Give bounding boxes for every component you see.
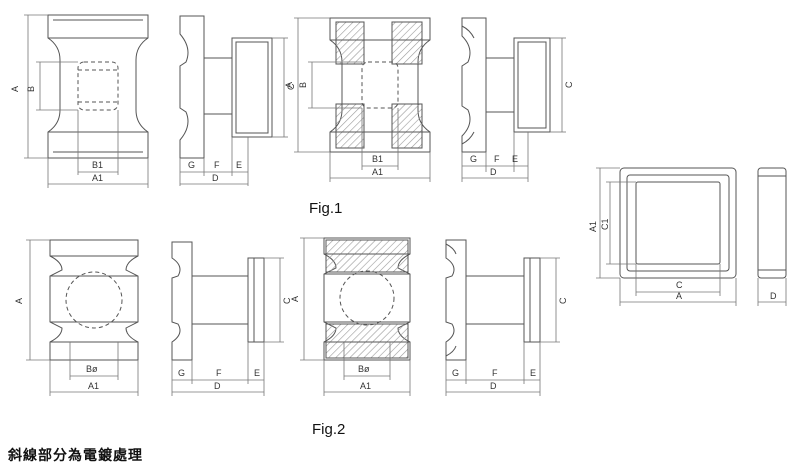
dim-label-c: C — [286, 83, 296, 90]
dim-label-bphi: Bø — [358, 364, 370, 374]
dim-label-b1: B1 — [372, 154, 383, 164]
fig1-caption: Fig.1 — [309, 200, 343, 217]
dim-label-a1: A1 — [92, 173, 103, 183]
fig2-caption: Fig.2 — [312, 421, 346, 438]
fig1-side-dim-labels: C G F E D — [188, 83, 296, 183]
dim-label-a: A — [676, 291, 682, 301]
clip-side-view — [757, 167, 787, 279]
clip-side-dimensions — [757, 278, 787, 306]
plated-region — [391, 103, 423, 149]
fig1-side-plated-dimensions — [461, 37, 566, 182]
fig1-front-view — [47, 14, 149, 159]
dim-label-a1: A1 — [372, 167, 383, 177]
dim-label-e: E — [512, 154, 518, 164]
fig2-side-plated-dim-labels: C G F E D — [452, 297, 568, 391]
dim-label-bphi: Bø — [86, 364, 98, 374]
dim-label-e: E — [236, 160, 242, 170]
dim-label-a: A — [14, 298, 24, 304]
dim-label-b: B — [26, 86, 36, 92]
fig2-side-dim-labels: C G F E D — [178, 297, 292, 391]
dim-label-e: E — [530, 368, 536, 378]
dim-label-a: A — [10, 86, 20, 92]
dim-label-c: C — [564, 81, 574, 88]
fig1-plated-dimensions — [294, 17, 431, 182]
dim-label-f: F — [494, 154, 500, 164]
dim-label-g: G — [452, 368, 459, 378]
dim-label-d: D — [490, 167, 497, 177]
fig2-side-plated-view — [445, 239, 541, 361]
dim-label-g: G — [178, 368, 185, 378]
dim-label-b1: B1 — [92, 160, 103, 170]
clip-dim-labels: A1 C1 C A — [588, 218, 683, 301]
fig2-front-view — [49, 239, 139, 361]
dim-label-a1: A1 — [588, 221, 598, 232]
fig1-side-plated-dim-labels: C G F E D — [470, 81, 574, 177]
dim-label-d: D — [490, 381, 497, 391]
fig2-front-plated-view — [323, 237, 411, 361]
dim-label-a: A — [284, 82, 294, 88]
plated-region — [325, 239, 409, 273]
dim-label-g: G — [188, 160, 195, 170]
clip-front-view — [619, 167, 737, 279]
fig2-front-dimensions — [26, 239, 139, 396]
plated-region — [335, 21, 365, 65]
dim-label-a: A — [290, 296, 300, 302]
plated-region — [391, 21, 423, 65]
dim-label-b: B — [298, 82, 308, 88]
dim-label-f: F — [216, 368, 222, 378]
dim-label-c1: C1 — [600, 218, 610, 230]
fig2-front-dim-labels: A Bø A1 — [14, 298, 99, 391]
clip-dimensions — [596, 167, 737, 306]
dim-label-e: E — [254, 368, 260, 378]
fig2-plated-dimensions — [300, 237, 411, 396]
fig1-front-dimensions — [24, 14, 149, 188]
plated-region — [325, 323, 409, 359]
fig2-side-plated-dimensions — [445, 257, 560, 396]
plating-note: 斜線部分為電鍍處理 — [8, 448, 143, 464]
dim-label-f: F — [492, 368, 498, 378]
plated-region — [335, 103, 365, 149]
fig1-side-dimensions — [179, 37, 288, 186]
fig1-side-view — [179, 15, 273, 159]
dim-label-a1: A1 — [360, 381, 371, 391]
dim-label-c: C — [676, 280, 683, 290]
dim-label-c: C — [558, 297, 568, 304]
fig2-side-view — [171, 241, 265, 361]
fig1-plated-dim-labels: A B B1 A1 — [284, 82, 383, 177]
fig2-plated-dim-labels: A Bø A1 — [290, 296, 371, 391]
dim-label-g: G — [470, 154, 477, 164]
fig1-front-plated-view — [329, 17, 431, 153]
fig1-front-dim-labels: A B B1 A1 — [10, 86, 103, 183]
dim-label-d: D — [214, 381, 221, 391]
dim-label-f: F — [214, 160, 220, 170]
fig1-side-plated-view — [461, 17, 551, 153]
dim-label-a1: A1 — [88, 381, 99, 391]
dim-label-d: D — [770, 291, 777, 301]
dim-label-d: D — [212, 173, 219, 183]
dim-label-c: C — [282, 297, 292, 304]
fig2-side-dimensions — [171, 257, 284, 396]
